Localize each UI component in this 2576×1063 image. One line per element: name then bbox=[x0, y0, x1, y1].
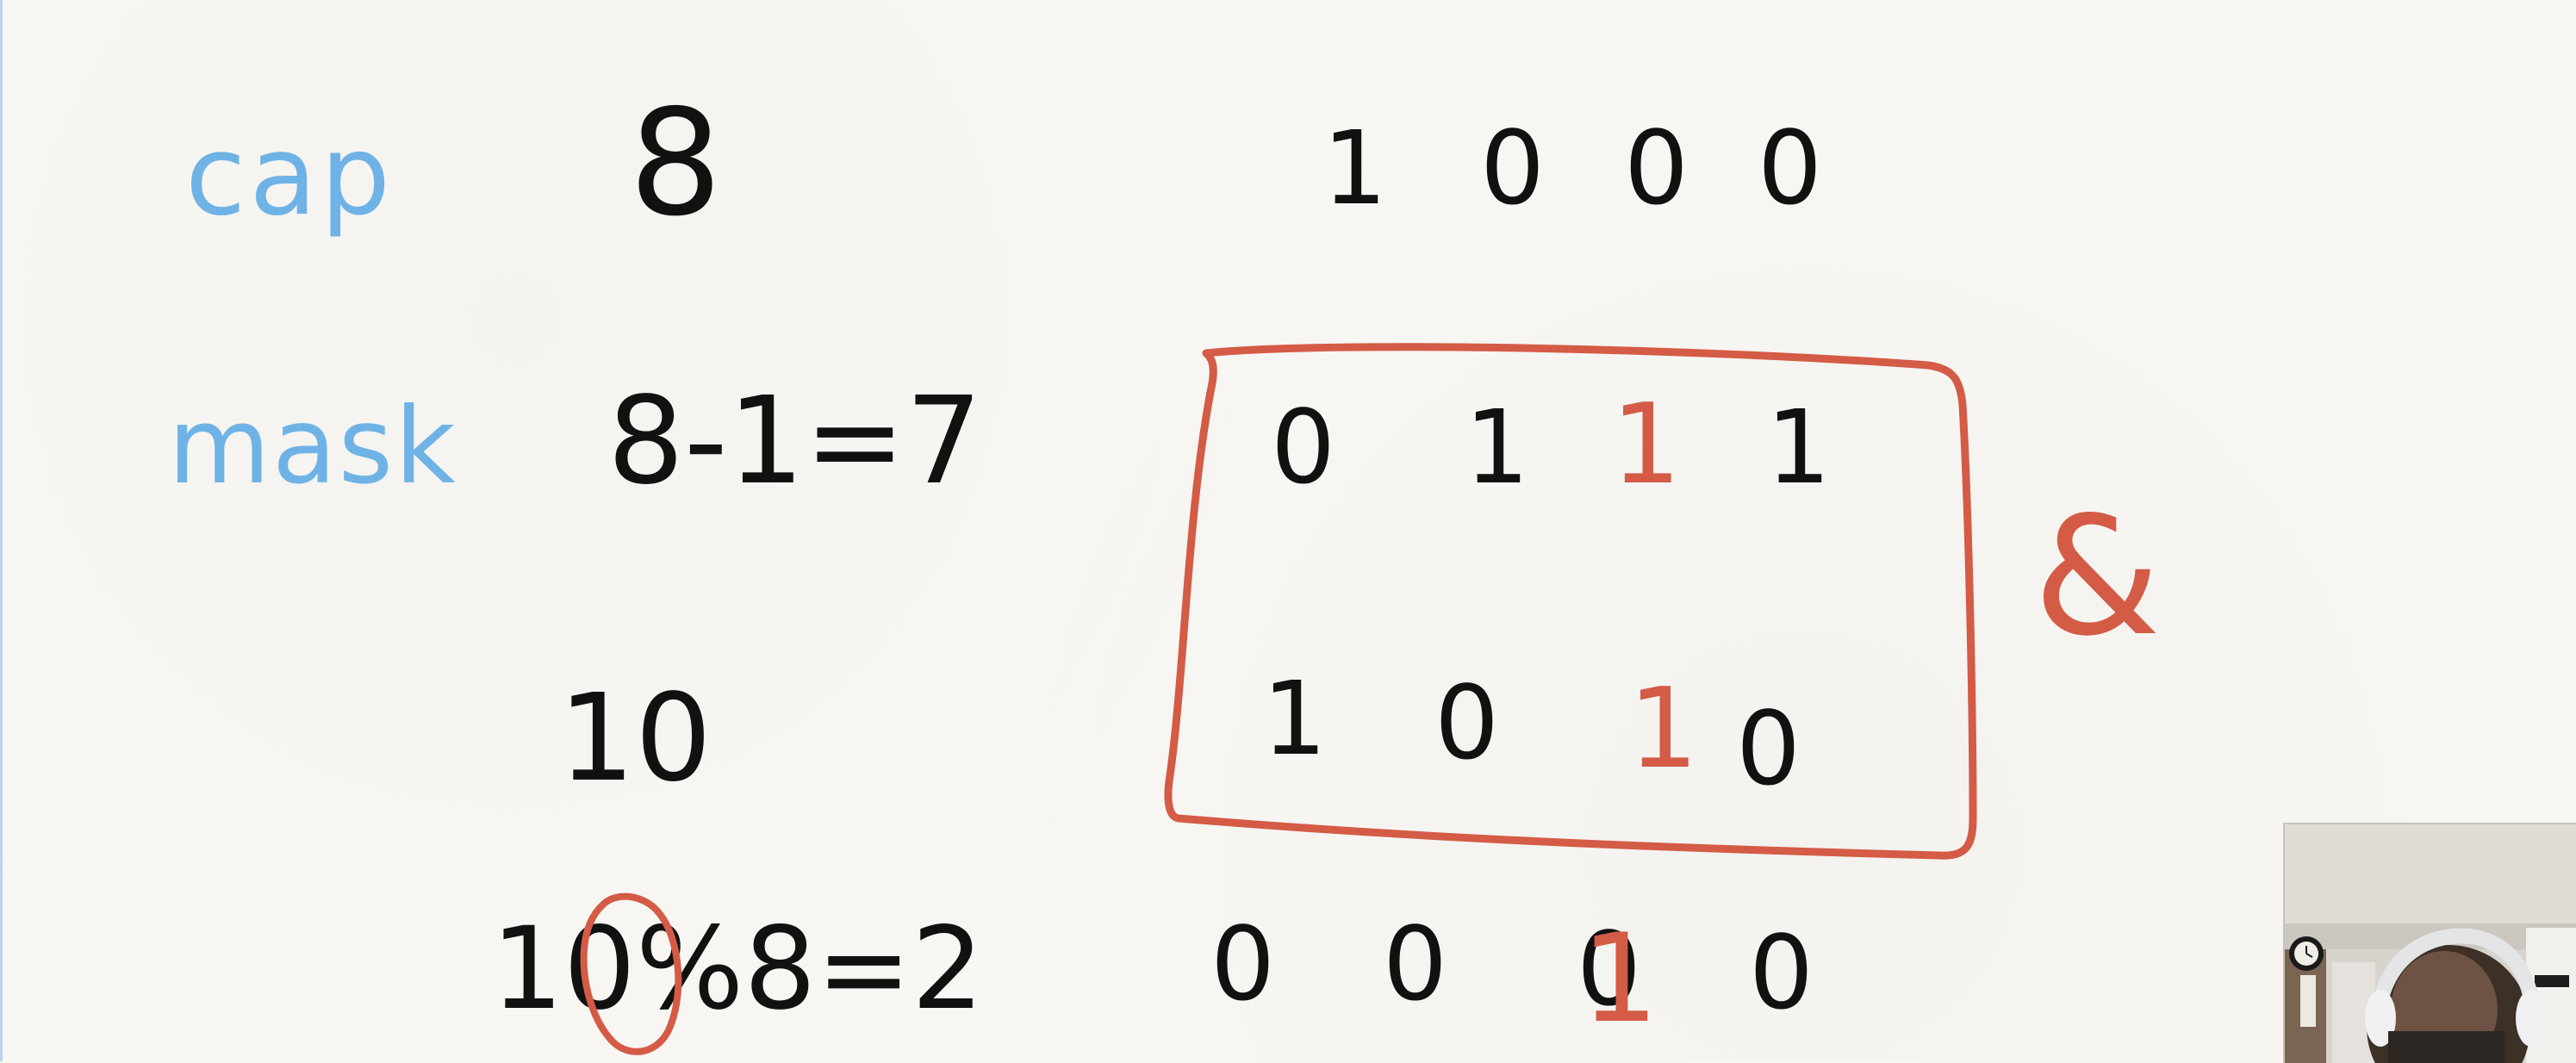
decimal-value-10: 10 bbox=[558, 668, 712, 809]
modulo-expression: 10%8=2 bbox=[491, 903, 984, 1035]
webcam-feed bbox=[2283, 823, 2576, 1063]
result-bit-2: 0 bbox=[1577, 910, 1641, 1029]
webcam-scene bbox=[2285, 824, 2576, 1063]
percent-circle bbox=[580, 892, 682, 1055]
headphones-icon bbox=[2372, 928, 2541, 1017]
left-window-edge bbox=[0, 0, 3, 1061]
comparison-box bbox=[1164, 343, 1977, 860]
mask-bit-3: 1 bbox=[1766, 388, 1831, 507]
mask-label: mask bbox=[168, 385, 457, 507]
result-bit-3: 0 bbox=[1749, 913, 1814, 1032]
cap-bit-3: 0 bbox=[1758, 109, 1822, 227]
value-bit-2: 1 bbox=[1628, 665, 1698, 793]
result-bit-0: 0 bbox=[1210, 904, 1275, 1023]
cap-value: 8 bbox=[629, 78, 722, 249]
mask-value: 8-1=7 bbox=[607, 371, 982, 512]
result-bit-1: 0 bbox=[1383, 904, 1447, 1023]
value-bit-3: 0 bbox=[1736, 689, 1801, 808]
mask-bit-2: 1 bbox=[1611, 381, 1681, 509]
value-bit-0: 1 bbox=[1262, 659, 1327, 778]
bitwise-and-operator: & bbox=[2033, 482, 2161, 672]
cap-bit-2: 0 bbox=[1624, 109, 1689, 227]
cap-bit-1: 0 bbox=[1480, 109, 1545, 227]
cap-bit-0: 1 bbox=[1322, 109, 1387, 227]
mask-bit-1: 1 bbox=[1465, 388, 1529, 507]
mask-bit-0: 0 bbox=[1271, 388, 1335, 507]
value-bit-1: 0 bbox=[1434, 663, 1499, 782]
result-bit-2-overwrite: 1 bbox=[1581, 908, 1658, 1050]
cap-label: cap bbox=[185, 112, 394, 240]
